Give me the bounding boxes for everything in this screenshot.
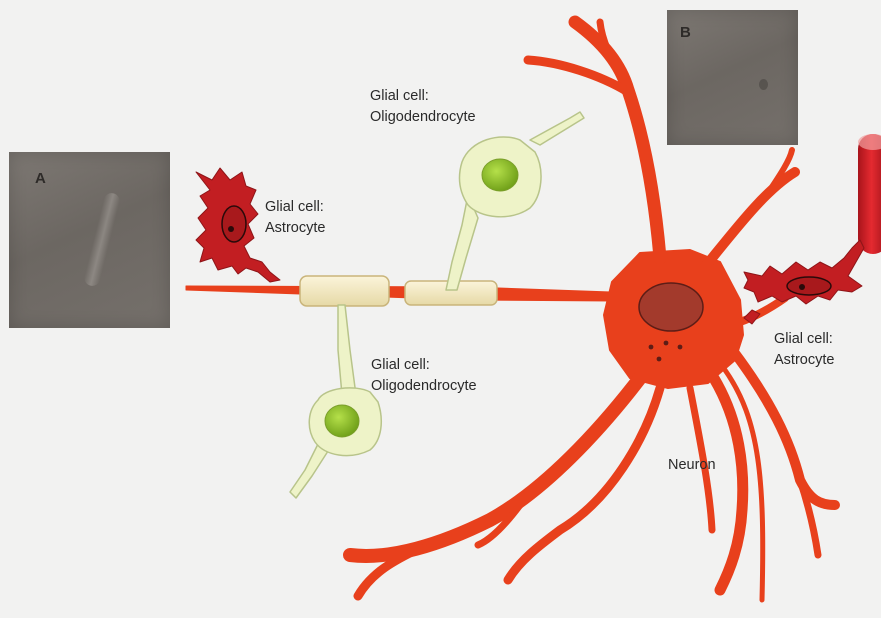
- neuron-nucleus: [639, 283, 703, 331]
- label-line: Oligodendrocyte: [370, 107, 476, 128]
- label-line: Glial cell:: [371, 355, 477, 376]
- myelin-sheath: [300, 276, 389, 306]
- axon: [186, 286, 612, 301]
- label-line: Astrocyte: [265, 218, 325, 239]
- label-line: Glial cell:: [774, 329, 834, 350]
- panel-a-letter: A: [35, 170, 46, 187]
- micrograph-panel-a: A: [9, 152, 170, 328]
- micrograph-cell: [759, 79, 768, 90]
- astrocyte-nucleus: [787, 277, 831, 295]
- micrograph-cell: [83, 191, 122, 287]
- label-line: Astrocyte: [774, 350, 834, 371]
- label-neuron: Neuron: [668, 455, 716, 476]
- label-astrocyte-right: Glial cell: Astrocyte: [774, 329, 834, 371]
- blood-vessel: [858, 134, 881, 254]
- label-line: Oligodendrocyte: [371, 376, 477, 397]
- label-line: Glial cell:: [265, 197, 325, 218]
- astrocyte-nucleus: [222, 206, 246, 242]
- oligo-nucleus: [482, 159, 518, 191]
- oligodendrocyte-top: [446, 112, 584, 290]
- label-oligodendrocyte-bottom: Glial cell: Oligodendrocyte: [371, 355, 477, 397]
- micrograph-panel-b: B: [667, 10, 798, 145]
- oligodendrocyte-bottom: [290, 305, 381, 498]
- label-astrocyte-left: Glial cell: Astrocyte: [265, 197, 325, 239]
- label-line: Glial cell:: [370, 86, 476, 107]
- oligo-nucleus: [325, 405, 359, 437]
- label-oligodendrocyte-top: Glial cell: Oligodendrocyte: [370, 86, 476, 128]
- panel-b-letter: B: [680, 24, 691, 41]
